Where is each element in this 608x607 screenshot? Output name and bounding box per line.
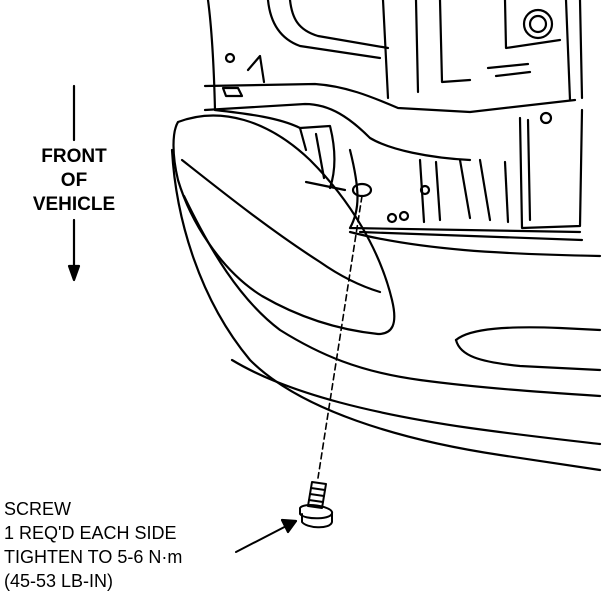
screw-callout: SCREW 1 REQ'D EACH SIDE TIGHTEN TO 5-6 N…	[4, 500, 182, 590]
screw-icon	[299, 481, 333, 529]
bumper-fascia	[170, 148, 602, 472]
screw-install-path	[317, 195, 363, 479]
front-label-line2: OF	[60, 170, 88, 191]
headlamp-lens	[172, 114, 396, 336]
front-of-vehicle-label: FRONT OF VEHICLE	[14, 147, 134, 214]
radiator-support-structure	[203, 0, 584, 242]
front-label-line3: VEHICLE	[32, 194, 116, 215]
callout-torque-imperial: (45-53 LB-IN)	[4, 571, 114, 591]
callout-torque-metric: TIGHTEN TO 5-6 N·m	[4, 547, 183, 567]
callout-quantity: 1 REQ'D EACH SIDE	[4, 523, 177, 543]
front-direction-arrow	[67, 84, 81, 282]
front-label-line1: FRONT	[41, 146, 107, 167]
callout-part-name: SCREW	[4, 499, 71, 519]
callout-leader-arrow	[235, 518, 298, 553]
